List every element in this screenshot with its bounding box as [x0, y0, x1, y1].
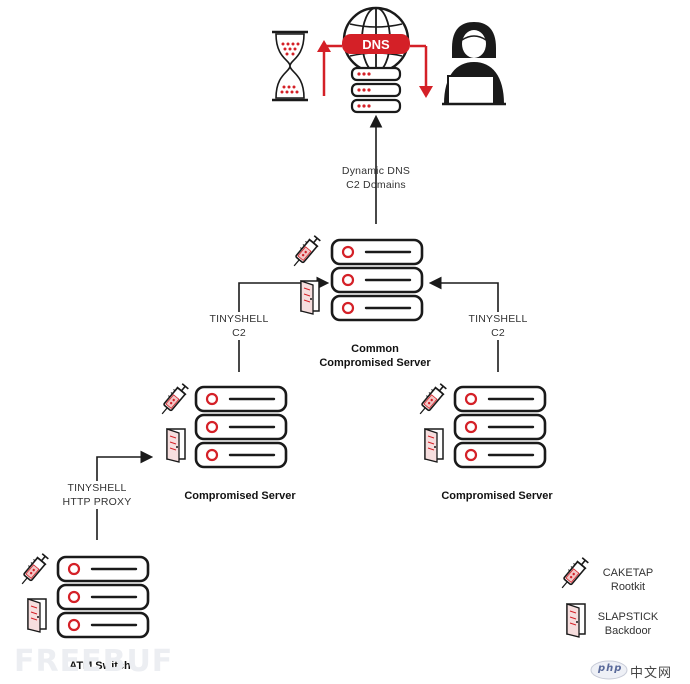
dns-server-stack — [350, 66, 402, 114]
dns-link-label: Dynamic DNS C2 Domains — [341, 165, 411, 191]
legend-slapstick: SLAPSTICK Backdoor — [597, 611, 659, 637]
arrow-left-to-common — [238, 276, 330, 372]
left-server-rack — [194, 385, 288, 469]
php-badge-icon — [590, 660, 628, 680]
legend-door-icon — [566, 603, 586, 638]
dns-badge — [342, 34, 410, 54]
arrow-right-to-common — [428, 276, 499, 372]
common-server-caption: Common Compromised Server — [319, 343, 431, 369]
door-icon — [166, 428, 186, 463]
door-icon — [27, 598, 47, 633]
right-link-label: TINYSHELL C2 — [455, 312, 541, 340]
syringe-icon — [413, 380, 449, 419]
syringe-icon — [155, 380, 191, 419]
dns-badge-label: DNS — [362, 37, 390, 52]
atm-caption: ATM Switch — [69, 660, 131, 672]
left-server-caption: Compromised Server — [184, 490, 296, 502]
hourglass-icon — [272, 30, 308, 102]
hacker-icon — [442, 22, 506, 106]
freebuf-watermark: FREEBUF — [14, 644, 174, 679]
syringe-icon — [287, 232, 323, 271]
door-icon — [424, 428, 444, 463]
arrow-atm-to-left — [96, 450, 154, 540]
atm-link-label: TINYSHELL HTTP PROXY — [50, 481, 144, 509]
php-badge-label: php — [598, 663, 623, 674]
left-link-label: TINYSHELL C2 — [196, 312, 282, 340]
atm-server-rack — [56, 555, 150, 639]
red-up-arrow-icon — [317, 40, 342, 96]
common-server-rack — [330, 238, 424, 322]
door-icon — [300, 280, 320, 315]
chinese-site-watermark: 中文网 — [630, 666, 673, 681]
syringe-icon — [15, 550, 51, 589]
legend-caketap: CAKETAP Rootkit — [602, 567, 654, 593]
legend-syringe-icon — [555, 554, 591, 593]
right-server-rack — [453, 385, 547, 469]
right-server-caption: Compromised Server — [441, 490, 553, 502]
red-down-arrow-icon — [410, 44, 433, 98]
